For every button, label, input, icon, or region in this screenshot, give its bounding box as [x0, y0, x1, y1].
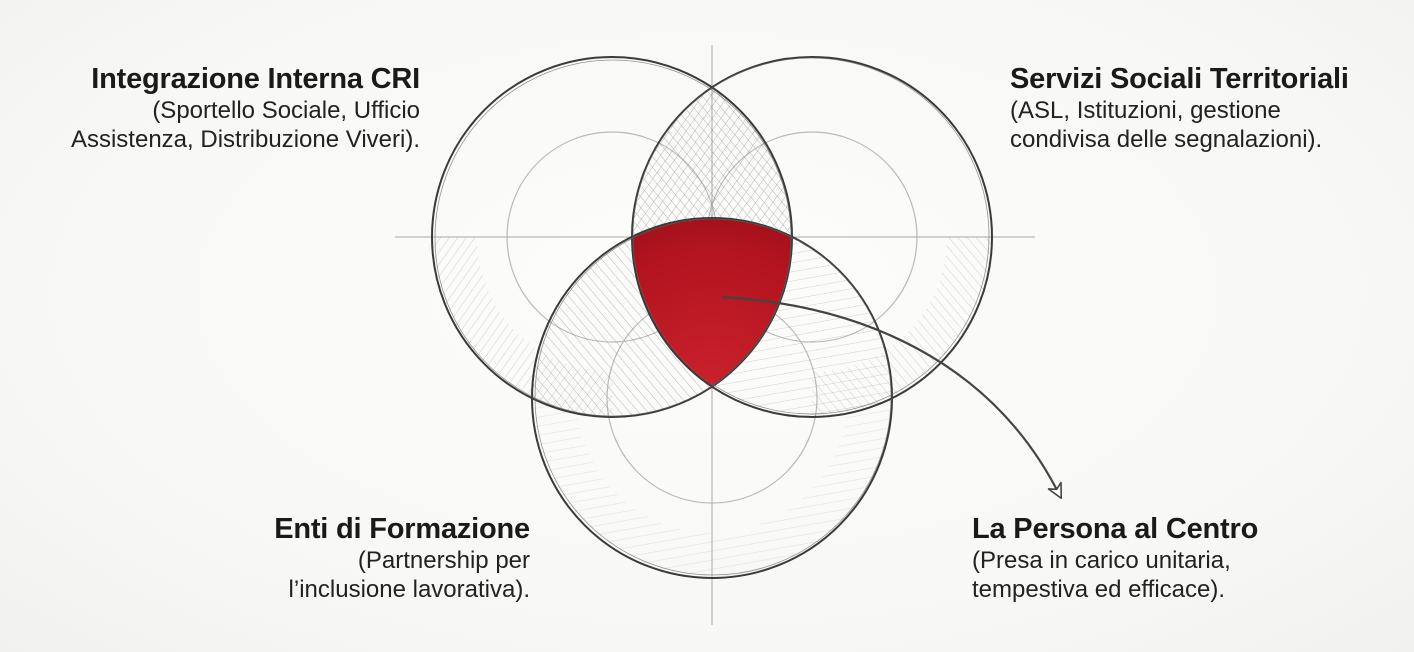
set-description-line: (Partnership per — [357, 546, 530, 574]
set-description-line: Assistenza, Distribuzione Viveri). — [70, 125, 420, 153]
center-description-line: tempestiva ed efficace). — [972, 575, 1226, 603]
set-description-line: condivisa delle segnalazioni). — [1010, 125, 1323, 153]
set-description-line: (ASL, Istituzioni, gestione — [1010, 96, 1281, 124]
set-description-line: (Sportello Sociale, Ufficio — [152, 96, 420, 124]
label-enti-formazione: Enti di Formazione (Partnership per l’in… — [150, 512, 530, 604]
label-persona-centro: La Persona al Centro (Presa in carico un… — [972, 512, 1352, 604]
circle-bottom — [531, 217, 893, 579]
circle-outlines — [431, 56, 993, 579]
set-title: Enti di Formazione — [274, 513, 530, 545]
center-arrow — [721, 295, 1063, 500]
center-description-line: (Presa in carico unitaria, — [972, 546, 1231, 574]
center-title: La Persona al Centro — [972, 513, 1259, 545]
label-servizi-sociali: Servizi Sociali Territoriali (ASL, Istit… — [1010, 62, 1390, 154]
circle-outlines-sketch — [434, 57, 990, 576]
label-integrazione-interna: Integrazione Interna CRI (Sportello Soci… — [20, 62, 420, 154]
set-description-line: l’inclusione lavorativa). — [288, 575, 530, 603]
set-title: Servizi Sociali Territoriali — [1010, 63, 1349, 95]
set-title: Integrazione Interna CRI — [91, 63, 420, 95]
